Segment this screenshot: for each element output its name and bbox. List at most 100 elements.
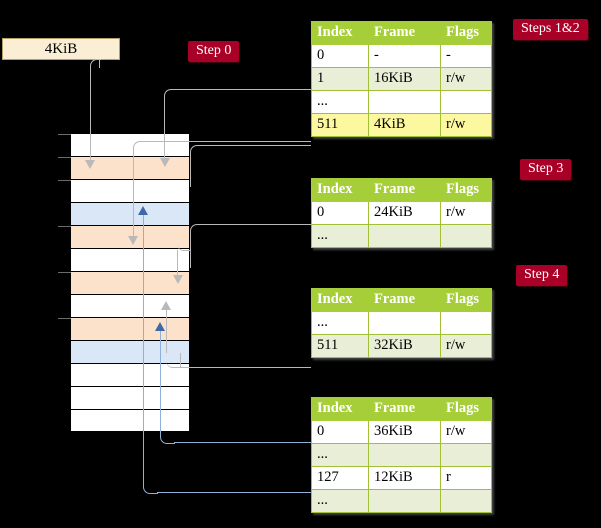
connector-seg xyxy=(166,310,167,353)
connector-seg xyxy=(190,159,191,187)
cell-index: 127 xyxy=(311,466,369,490)
arrow-down-icon xyxy=(128,236,138,245)
column-header-frame: Frame xyxy=(368,397,441,421)
physical-memory-column xyxy=(58,133,190,432)
connector-corner xyxy=(133,141,148,156)
cell-flags: r/w xyxy=(440,420,492,444)
frame-tick-mark xyxy=(58,226,71,227)
cell-frame xyxy=(368,224,441,248)
cell-index: ... xyxy=(311,311,369,335)
memory-frame-11 xyxy=(70,386,190,409)
arrow-up-blue-icon xyxy=(155,322,165,331)
column-header-flags: Flags xyxy=(440,288,492,312)
memory-frame-2 xyxy=(58,179,190,202)
connector-corner xyxy=(164,89,179,104)
cell-index: 0 xyxy=(311,44,369,68)
cell-index: 511 xyxy=(311,113,369,137)
frame-tick-mark xyxy=(58,157,71,158)
table-row: ... xyxy=(311,90,492,114)
memory-frame-7 xyxy=(70,294,190,317)
arrow-down-icon xyxy=(173,275,183,284)
cell-index: ... xyxy=(311,224,369,248)
cell-frame xyxy=(368,489,441,513)
connector-corner xyxy=(177,236,191,251)
connector-seg xyxy=(90,68,91,163)
connector-seg xyxy=(204,145,311,146)
cell-flags: r/w xyxy=(440,334,492,358)
table-row: ... xyxy=(311,489,492,513)
connector-corner xyxy=(143,481,158,494)
column-header-index: Index xyxy=(311,397,369,421)
frame-tick-mark xyxy=(58,318,71,319)
frame-tick-mark xyxy=(58,134,71,135)
virtual-page-label: 4KiB xyxy=(44,40,78,57)
cell-flags: r xyxy=(440,466,492,490)
cell-frame: 24KiB xyxy=(368,201,441,225)
badge-step-0: Step 0 xyxy=(188,41,240,63)
column-header-frame: Frame xyxy=(368,21,441,45)
badge-steps-1-2: Steps 1&2 xyxy=(513,19,588,41)
cell-index: ... xyxy=(311,443,369,467)
connector-seg xyxy=(204,224,311,225)
cell-flags xyxy=(440,224,492,248)
memory-frame-5 xyxy=(70,248,190,271)
memory-frame-12 xyxy=(70,409,190,432)
column-header-flags: Flags xyxy=(440,21,492,45)
cell-frame: 16KiB xyxy=(368,67,441,91)
cell-flags: - xyxy=(440,44,492,68)
table-row: ... xyxy=(311,443,492,467)
table-row: ... xyxy=(311,311,492,335)
connector-corner xyxy=(90,59,101,70)
cell-frame xyxy=(368,443,441,467)
arrow-down-icon xyxy=(160,158,170,167)
column-header-index: Index xyxy=(311,21,369,45)
connector-seg xyxy=(178,89,311,90)
connector-seg xyxy=(147,141,311,142)
connector-corner xyxy=(190,224,205,239)
cell-flags: r/w xyxy=(440,201,492,225)
cell-flags: r/w xyxy=(440,67,492,91)
connector-seg xyxy=(157,492,311,493)
connector-seg xyxy=(99,59,100,68)
arrow-down-icon xyxy=(85,160,95,169)
table-row: 0-- xyxy=(311,44,492,68)
virtual-page-box: 4KiB xyxy=(2,38,120,60)
cell-flags xyxy=(440,443,492,467)
connector-seg xyxy=(160,331,161,431)
cell-frame: 12KiB xyxy=(368,466,441,490)
memory-frame-6 xyxy=(58,271,190,294)
connector-corner xyxy=(166,353,181,368)
connector-corner xyxy=(190,145,205,160)
column-header-index: Index xyxy=(311,288,369,312)
cell-flags: r/w xyxy=(440,113,492,137)
cell-index: 0 xyxy=(311,201,369,225)
column-header-flags: Flags xyxy=(440,178,492,202)
cell-flags xyxy=(440,311,492,335)
cell-index: 1 xyxy=(311,67,369,91)
memory-frame-3 xyxy=(70,202,190,225)
connector-seg xyxy=(177,250,178,277)
badge-step-3: Step 3 xyxy=(520,159,572,181)
table-row: ... xyxy=(311,224,492,248)
connector-seg xyxy=(143,215,144,481)
cell-index: 0 xyxy=(311,420,369,444)
frame-tick-mark xyxy=(58,180,71,181)
connector-seg xyxy=(164,103,165,161)
connector-seg xyxy=(133,155,134,237)
frame-tick-mark xyxy=(58,272,71,273)
column-header-index: Index xyxy=(311,178,369,202)
arrow-up-icon xyxy=(161,301,171,310)
connector-seg xyxy=(180,367,311,368)
cell-index: ... xyxy=(311,90,369,114)
cell-frame: 4KiB xyxy=(368,113,441,137)
